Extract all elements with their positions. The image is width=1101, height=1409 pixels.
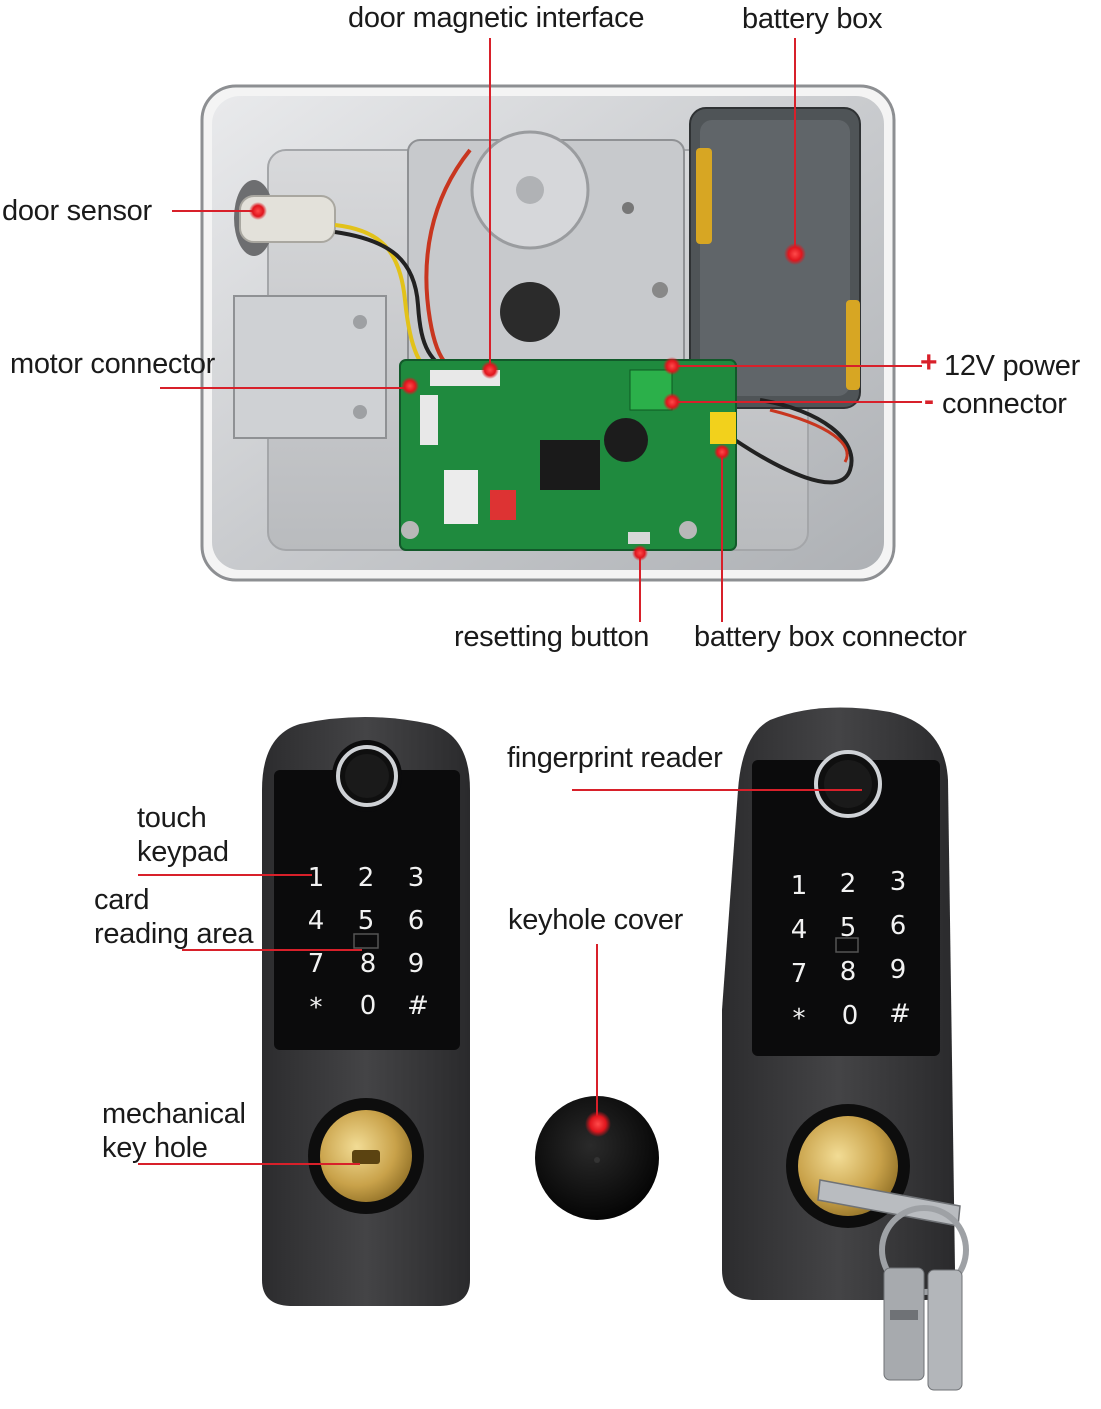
key-left-3: 3 — [408, 863, 425, 893]
key-left-star: * — [310, 993, 323, 1023]
key-right-4: 4 — [791, 915, 808, 945]
label-reading-area: reading area — [94, 918, 254, 950]
key-right-5: 5 — [840, 913, 857, 943]
key-left-5: 5 — [358, 906, 375, 936]
bottom-callout-lines — [138, 789, 862, 1165]
label-power-minus-sign: - — [924, 384, 934, 417]
label-motor-connector: motor connector — [10, 348, 216, 380]
keypad-left: 1 2 3 4 5 6 7 8 9 * 0 # — [308, 863, 429, 1023]
key-left-hash: # — [407, 991, 429, 1021]
label-door-sensor: door sensor — [2, 195, 152, 227]
label-resetting-button: resetting button — [454, 621, 650, 653]
key-left-9: 9 — [408, 949, 425, 979]
key-left-4: 4 — [308, 906, 325, 936]
key-right-6: 6 — [890, 911, 907, 941]
top-callout-dots — [249, 202, 806, 561]
bottom-callout-dots — [585, 1111, 611, 1137]
label-touch: touch — [137, 802, 207, 834]
key-right-2: 2 — [840, 869, 857, 899]
key-left-2: 2 — [358, 863, 375, 893]
key-right-9: 9 — [890, 955, 907, 985]
label-12v-power: 12V power — [944, 350, 1080, 382]
label-key-hole: key hole — [102, 1132, 208, 1164]
key-right-0: 0 — [842, 1001, 859, 1031]
key-right-star: * — [793, 1004, 806, 1034]
key-left-1: 1 — [308, 863, 325, 893]
key-left-7: 7 — [308, 949, 325, 979]
key-left-8: 8 — [360, 949, 377, 979]
keyhole-cover-illustration — [535, 1096, 659, 1220]
label-card: card — [94, 884, 150, 916]
label-battery-box-connector: battery box connector — [694, 621, 967, 653]
key-left-6: 6 — [408, 906, 425, 936]
label-battery-box: battery box — [742, 3, 883, 35]
key-right-1: 1 — [791, 871, 808, 901]
key-right-hash: # — [889, 999, 911, 1029]
lock-front-panel-right — [722, 707, 969, 1391]
label-keyhole-cover: keyhole cover — [508, 904, 684, 936]
keypad-right: 1 2 3 4 5 6 7 8 9 * 0 # — [791, 867, 911, 1034]
lock-interior-illustration — [200, 84, 896, 582]
key-right-8: 8 — [840, 957, 857, 987]
label-fingerprint-reader: fingerprint reader — [507, 742, 723, 774]
label-connector: connector — [942, 388, 1067, 420]
key-right-7: 7 — [791, 959, 808, 989]
label-keypad: keypad — [137, 836, 229, 868]
label-power-plus-sign: + — [920, 346, 938, 379]
key-right-3: 3 — [890, 867, 907, 897]
key-left-0: 0 — [360, 991, 377, 1021]
top-callout-lines — [160, 38, 922, 622]
label-door-magnetic-interface: door magnetic interface — [348, 2, 645, 34]
lock-front-panel-left — [262, 717, 470, 1306]
label-mechanical: mechanical — [102, 1098, 246, 1130]
